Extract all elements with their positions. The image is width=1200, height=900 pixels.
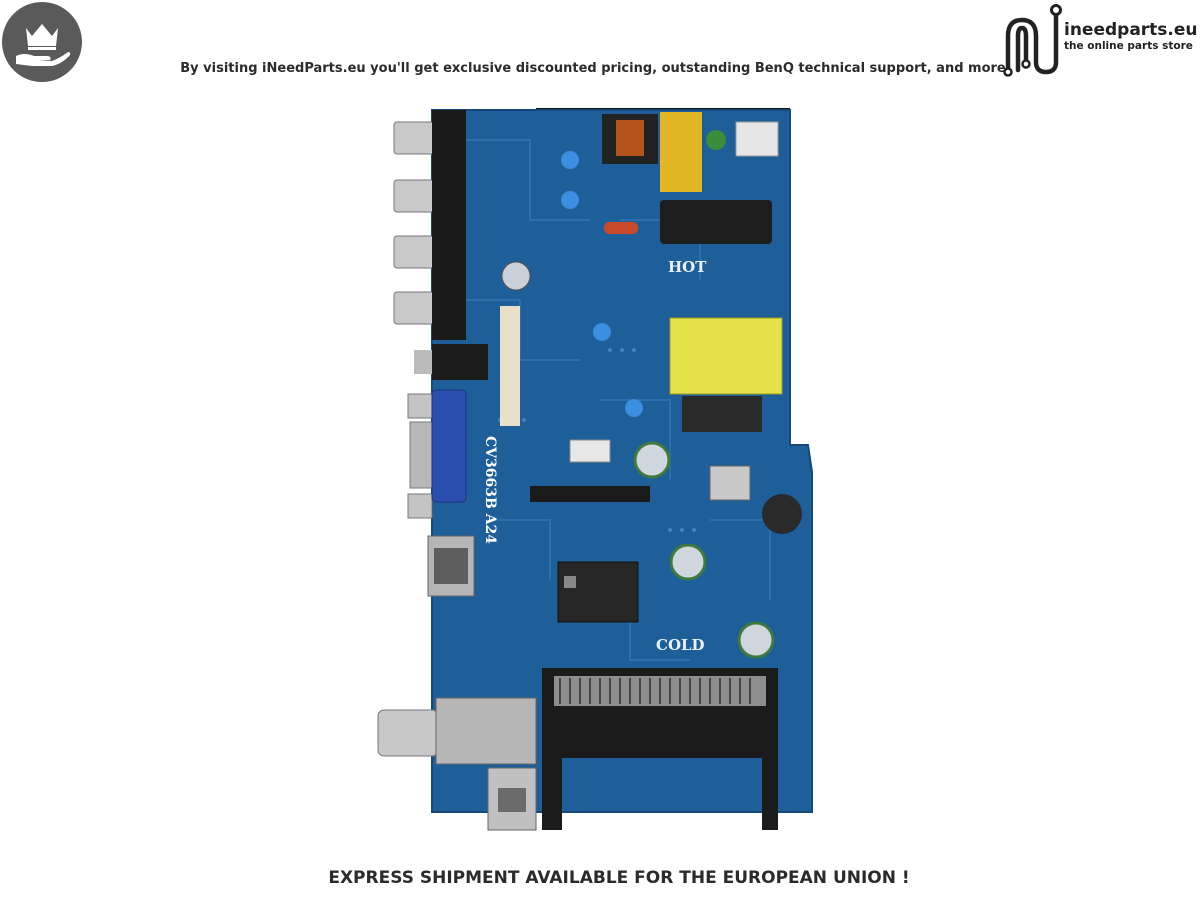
footer-shipping-notice: EXPRESS SHIPMENT AVAILABLE FOR THE EUROP…	[328, 868, 910, 888]
board-model-label: CV3663B A24	[482, 436, 498, 544]
vga-connector	[407, 389, 467, 519]
crown-hand-icon	[16, 24, 71, 66]
rca-jacks	[393, 110, 466, 340]
cold-label: COLD	[656, 636, 705, 654]
crown-hand-badge	[2, 2, 82, 82]
brand-subtitle: the online parts store	[1064, 40, 1193, 52]
brand-name: ineedparts.eu	[1064, 20, 1198, 40]
ineedparts-circuit-logo	[1003, 4, 1062, 77]
brand-logo-block[interactable]: ineedparts.eu the online parts store	[1002, 2, 1198, 78]
ci-card-slot	[542, 668, 778, 830]
power-transformer	[669, 317, 783, 395]
hot-label: HOT	[668, 258, 707, 276]
header-tagline: By visiting iNeedParts.eu you'll get exc…	[180, 61, 1006, 76]
product-photo-mainboard: CV3663B A24 HOT COLD	[377, 108, 813, 831]
main-chip	[557, 561, 639, 623]
usb-port	[487, 767, 537, 831]
